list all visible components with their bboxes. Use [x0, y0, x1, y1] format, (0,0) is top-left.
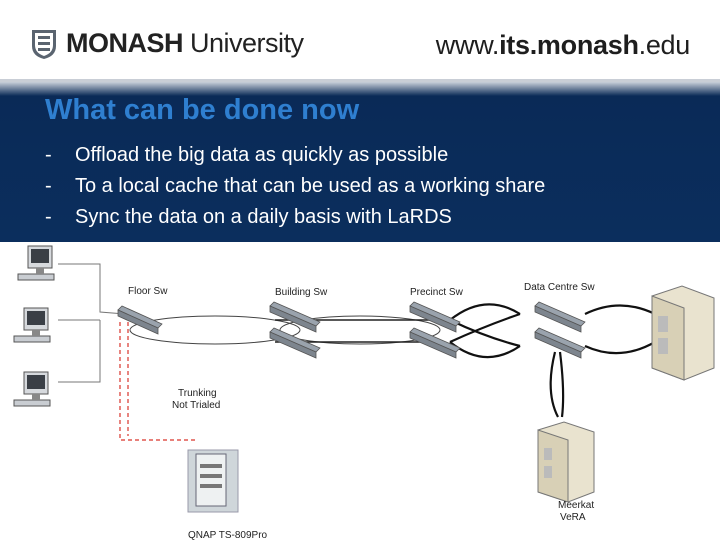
workstation-icon	[13, 371, 51, 407]
qnap-label: QNAP TS-809Pro	[188, 530, 268, 540]
precinct-switch-icon	[409, 327, 461, 359]
building-switch-icon	[269, 327, 321, 359]
core-links	[449, 303, 656, 418]
data-centre-switch-icon	[534, 301, 586, 333]
vera-label: VeRA	[560, 512, 586, 523]
building-switch-icon	[269, 301, 321, 333]
bullet-list: -Offload the big data as quickly as poss…	[45, 140, 545, 233]
precinct-sw-label: Precinct Sw	[410, 287, 464, 298]
precinct-switch-icon	[409, 301, 461, 333]
monash-logo-wordmark[interactable]: MONASH University	[66, 28, 304, 58]
meerkat-label: Meerkat	[558, 500, 594, 511]
network-diagram: Floor Sw Building Sw Precinct Sw Data Ce…	[0, 242, 720, 540]
trunking-links	[119, 322, 195, 441]
qnap-nas-icon	[187, 449, 239, 513]
floor-switch-icon	[117, 305, 163, 335]
bullet-item: -Sync the data on a daily basis with LaR…	[45, 206, 452, 228]
building-sw-label: Building Sw	[275, 287, 328, 298]
monash-crest-icon	[32, 30, 56, 59]
slide-title: What can be done now	[45, 94, 360, 126]
header-divider	[0, 79, 720, 82]
meerkat-server-icon	[537, 421, 595, 503]
network-switches	[117, 301, 586, 359]
floor-sw-label: Floor Sw	[128, 286, 168, 297]
not-trialed-label: Not Trialed	[172, 400, 220, 411]
bullet-item: -Offload the big data as quickly as poss…	[45, 144, 449, 166]
workstation-links	[58, 263, 126, 383]
site-url[interactable]: www.its.monash.edu	[435, 30, 691, 60]
trunking-label: Trunking	[178, 388, 217, 399]
server-cabinet-icon	[651, 285, 715, 381]
network-diagram-svg: Floor Sw Building Sw Precinct Sw Data Ce…	[13, 245, 715, 540]
workstation-icon	[17, 245, 55, 281]
data-centre-sw-label: Data Centre Sw	[524, 282, 595, 293]
workstation-icon	[13, 307, 51, 343]
header-bar: MONASH University www.its.monash.edu	[0, 0, 720, 80]
data-centre-switch-icon	[534, 327, 586, 359]
bullet-item: -To a local cache that can be used as a …	[45, 175, 546, 197]
